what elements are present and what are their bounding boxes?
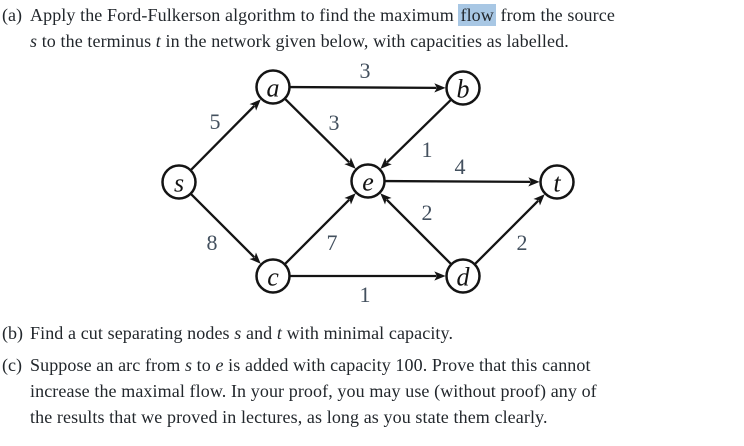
node-s [161, 164, 197, 200]
part-b-text: Find a cut separating nodes s and t with… [30, 320, 742, 346]
capacity-label-s-a: 5 [210, 109, 221, 134]
edges-layer [189, 83, 545, 281]
math-variable: t [276, 323, 282, 343]
edge-a-b [289, 83, 446, 93]
node-t [539, 164, 575, 200]
capacity-label-d-e: 2 [422, 200, 433, 225]
node-d [445, 258, 481, 294]
text-run: Apply the Ford-Fulkerson algorithm to fi… [30, 5, 459, 25]
text-run: Suppose an arc from [30, 355, 185, 375]
node-label-s: s [174, 168, 184, 197]
part-b: (b) Find a cut separating nodes s and t … [2, 320, 742, 346]
text-line: Apply the Ford-Fulkerson algorithm to fi… [30, 2, 742, 28]
capacity-label-e-t: 4 [455, 154, 466, 179]
text-line: the results that we proved in lectures, … [30, 404, 742, 430]
math-variable: s [184, 355, 193, 375]
text-run: to [192, 355, 216, 375]
math-variable: s [234, 323, 242, 343]
math-variable: e [215, 355, 224, 375]
edge-d-t [473, 194, 545, 266]
part-c-text: Suppose an arc from s to e is added with… [30, 352, 742, 430]
text-line: Suppose an arc from s to e is added with… [30, 352, 742, 378]
node-label-d: d [457, 262, 471, 291]
capacity-label-d-t: 2 [517, 230, 528, 255]
capacity-label-b-e: 1 [422, 137, 433, 162]
text-run: and [241, 323, 277, 343]
edge-c-e [283, 193, 356, 266]
edge-a-e [283, 97, 356, 169]
node-label-b: b [457, 74, 470, 103]
node-e [350, 163, 386, 199]
node-label-c: c [267, 262, 279, 291]
math-variable: t [155, 31, 161, 51]
text-run: Find a cut separating nodes [30, 323, 235, 343]
part-a-text: Apply the Ford-Fulkerson algorithm to fi… [30, 2, 742, 54]
text-run: to the terminus [37, 31, 156, 51]
text-run: the results that we proved in lectures, … [30, 407, 548, 427]
node-label-t: t [553, 168, 561, 197]
text-run: with minimal capacity. [281, 323, 454, 343]
edge-d-e [380, 193, 453, 266]
text-line: increase the maximal flow. In your proof… [30, 378, 742, 404]
part-a: (a) Apply the Ford-Fulkerson algorithm t… [2, 2, 742, 54]
text-run: increase the maximal flow. In your proof… [30, 381, 597, 401]
math-variable: s [30, 31, 38, 51]
node-c [255, 258, 291, 294]
capacity-label-a-e: 3 [329, 110, 340, 135]
edge-b-e [380, 98, 453, 169]
part-b-label: (b) [2, 323, 23, 343]
text-run: from the source [495, 5, 615, 25]
node-label-e: e [362, 167, 374, 196]
edge-s-a [189, 99, 261, 172]
text-line: Find a cut separating nodes s and t with… [30, 320, 742, 346]
text-line: s to the terminus t in the network given… [30, 28, 742, 54]
edge-e-t [384, 177, 540, 187]
part-a-label: (a) [2, 5, 22, 25]
text-run: in the network given below, with capacit… [160, 31, 569, 51]
edge-s-c [189, 192, 261, 264]
capacity-label-c-d: 1 [360, 282, 371, 307]
highlighted-text: flow [458, 4, 496, 26]
nodes-layer: s a b e c d t [161, 69, 575, 294]
capacity-label-s-c: 8 [207, 230, 218, 255]
node-label-a: a [267, 73, 280, 102]
part-c-label: (c) [2, 355, 22, 375]
part-c: (c) Suppose an arc from s to e is added … [2, 352, 742, 430]
capacity-label-c-e: 7 [327, 230, 338, 255]
capacity-label-a-b: 3 [360, 60, 371, 83]
node-b [445, 70, 481, 106]
text-run: is added with capacity 100. Prove that t… [223, 355, 591, 375]
node-a [255, 69, 291, 105]
